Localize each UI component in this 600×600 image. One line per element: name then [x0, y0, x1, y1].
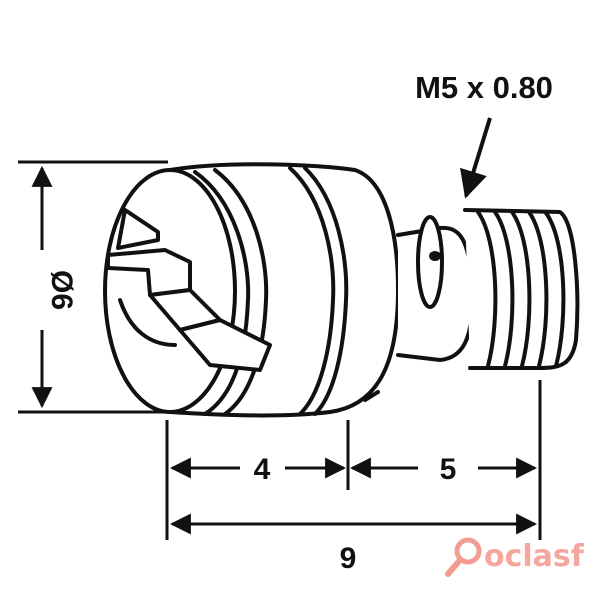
thread-crest-2 [493, 210, 515, 368]
total-length-label: 9 [340, 542, 357, 575]
diameter-label: Ø6 [45, 270, 78, 310]
thread-callout: M5 x 0.80 [415, 70, 553, 199]
thread-length-label: 5 [440, 453, 457, 486]
watermark: oclasf [445, 537, 585, 577]
threaded-shank [396, 208, 580, 370]
watermark-text: oclasf [484, 539, 585, 574]
groove-ring-1 [193, 170, 251, 416]
neck-hole [429, 251, 441, 261]
groove-ring-2 [213, 168, 269, 416]
thread-crest-3 [510, 210, 532, 368]
magnifier-icon [445, 537, 482, 577]
neck-face [416, 215, 444, 309]
head-length-label: 4 [254, 453, 271, 486]
groove-ring-3 [288, 166, 336, 416]
screwdriver-slot [106, 208, 272, 372]
groove-ring-4 [303, 166, 349, 416]
thread-crest-1 [476, 210, 498, 368]
thread-crest-4 [527, 210, 549, 368]
diameter-dimension [18, 160, 168, 414]
thread-crest-5 [544, 211, 566, 368]
length-dimensions [165, 380, 542, 540]
thread-callout-label: M5 x 0.80 [415, 70, 553, 105]
